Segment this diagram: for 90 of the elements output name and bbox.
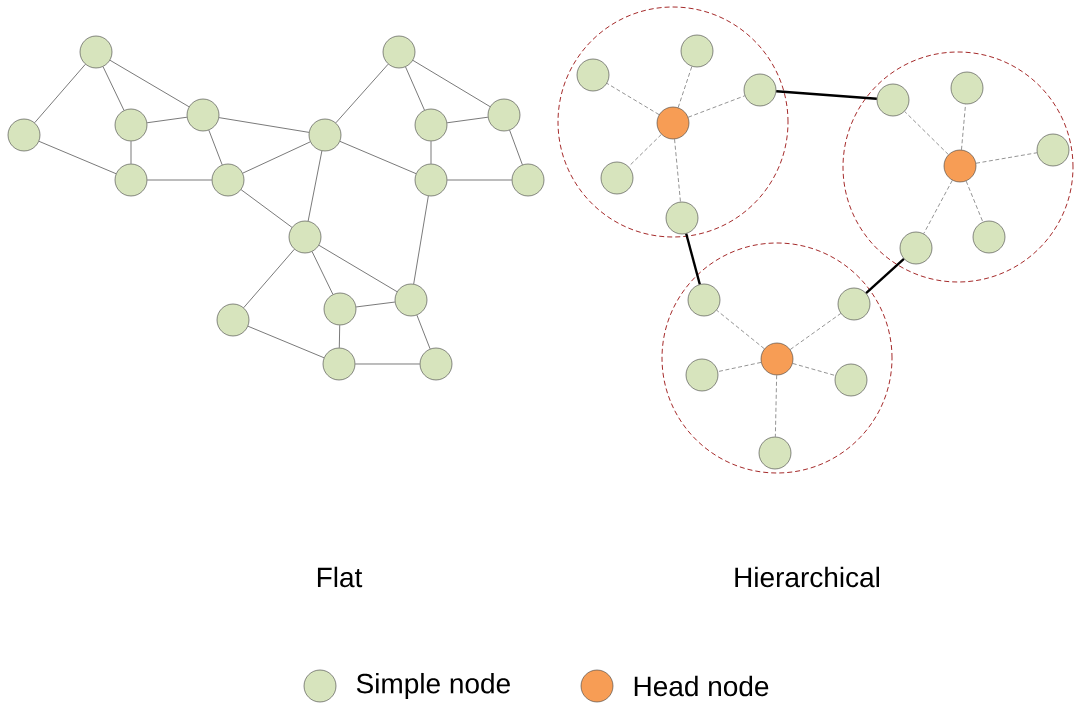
connector-line	[923, 180, 953, 234]
node-circle	[685, 358, 719, 392]
connector-line	[430, 140, 432, 165]
connector-line	[674, 138, 681, 203]
node-circle	[216, 303, 250, 337]
node-circle	[972, 220, 1006, 254]
connector-line	[38, 140, 117, 175]
connector-line	[405, 66, 425, 111]
connector-line	[606, 83, 660, 115]
node-circle	[414, 163, 448, 197]
node-circle	[419, 347, 453, 381]
connector-line	[687, 95, 746, 118]
connector-line	[339, 141, 417, 174]
node-circle	[665, 201, 699, 235]
node-circle	[837, 287, 871, 321]
connector-line	[965, 180, 984, 223]
connector-line	[102, 66, 125, 111]
connector-line	[775, 375, 777, 437]
connector-line	[975, 152, 1038, 164]
connector-line	[716, 309, 765, 350]
node-circle	[899, 231, 933, 265]
connector-line	[218, 117, 310, 133]
connector-line	[446, 116, 489, 124]
connector-line	[109, 59, 190, 108]
cluster-ring	[661, 242, 893, 474]
connector-line	[717, 362, 762, 372]
node-circle	[876, 83, 910, 117]
connector-line	[412, 60, 491, 107]
connector-line	[904, 111, 949, 155]
node-circle	[950, 71, 984, 105]
legend-label: Head node	[634, 675, 769, 697]
connector-line	[146, 116, 188, 124]
cluster-ring	[557, 6, 789, 238]
node-circle	[743, 73, 777, 107]
connector-line	[509, 129, 523, 166]
node-circle	[308, 118, 342, 152]
head-node-circle	[656, 106, 690, 140]
node-circle	[834, 363, 868, 397]
connector-line	[628, 134, 662, 167]
node-circle	[600, 161, 634, 195]
connector-line	[685, 233, 701, 285]
connector-line	[130, 140, 132, 165]
node-circle	[114, 163, 148, 197]
connector-line	[307, 150, 323, 222]
connector-line	[243, 248, 295, 309]
connector-line	[208, 129, 223, 166]
legend-label: Simple node	[356, 672, 510, 700]
node-circle	[687, 283, 721, 317]
head-node-circle	[943, 149, 977, 183]
node-circle	[1036, 133, 1070, 167]
connector-line	[242, 141, 311, 174]
node-circle	[114, 108, 148, 142]
node-circle	[211, 163, 245, 197]
connector-line	[961, 103, 966, 151]
node-circle	[414, 108, 448, 142]
head-node-circle	[760, 342, 794, 376]
connector-line	[413, 195, 429, 285]
node-circle	[186, 98, 220, 132]
node-circle	[394, 283, 428, 317]
node-circle	[323, 292, 357, 326]
node-circle	[7, 118, 41, 152]
node-circle	[288, 220, 322, 254]
panel-caption: Flat	[317, 566, 363, 588]
connector-line	[776, 90, 877, 100]
connector-line	[335, 63, 389, 124]
node-circle	[511, 163, 545, 197]
node-circle	[322, 347, 356, 381]
connector-line	[240, 189, 293, 228]
connector-line	[865, 258, 905, 294]
connector-line	[338, 324, 341, 349]
connector-line	[416, 314, 431, 350]
connector-line	[677, 66, 693, 108]
panel-caption: Hierarchical	[735, 566, 879, 588]
connector-line	[247, 325, 325, 359]
connector-line	[446, 179, 513, 181]
connector-line	[792, 363, 836, 376]
node-circle	[576, 58, 610, 92]
connector-line	[146, 179, 213, 181]
node-circle	[758, 436, 792, 470]
node-circle	[79, 35, 113, 69]
node-circle	[487, 98, 521, 132]
connector-line	[318, 244, 398, 293]
connector-line	[354, 363, 421, 365]
node-circle	[382, 35, 416, 69]
cluster-ring	[842, 51, 1074, 283]
connector-line	[34, 63, 86, 124]
connector-line	[789, 313, 842, 350]
node-circle	[680, 34, 714, 68]
connector-line	[355, 301, 396, 308]
connector-line	[311, 251, 334, 295]
